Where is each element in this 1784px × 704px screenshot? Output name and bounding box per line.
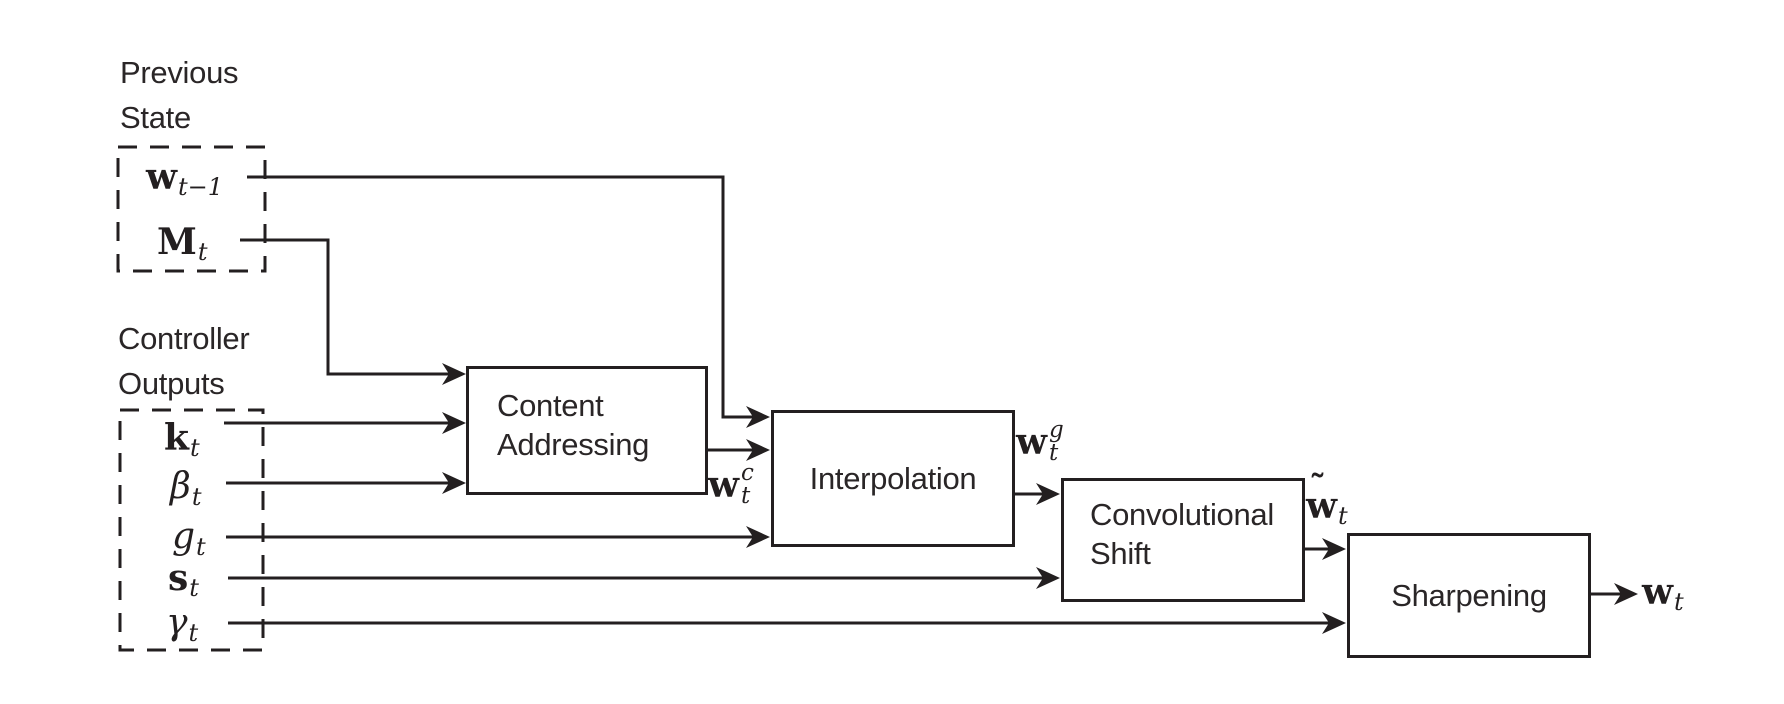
arrowhead (442, 363, 466, 385)
var-memory-base: M (157, 221, 197, 263)
var-beta: β t (170, 466, 202, 511)
previous-state-caption: Previous State (120, 50, 239, 140)
var-w-shifted: ˜ w t (1306, 471, 1348, 530)
var-w-shifted-sub: t (1338, 502, 1348, 530)
var-w-content: w c t (708, 459, 754, 509)
previous-state-caption-line2: State (120, 100, 191, 135)
arrowhead (1036, 483, 1060, 505)
var-w-content-sup: c (741, 459, 754, 486)
sharpening-box: Sharpening (1347, 533, 1591, 658)
var-w-prev: w t−1 (146, 156, 224, 201)
arrowhead (746, 526, 770, 548)
var-beta-base: β (170, 466, 191, 507)
arrowhead (1322, 612, 1346, 634)
var-w-content-base: w (708, 464, 739, 506)
var-gamma-base: γ (166, 602, 188, 643)
var-gate-base: g (172, 516, 196, 557)
var-w-gated: w g t (1016, 416, 1064, 466)
var-w-output-base: w (1642, 571, 1673, 613)
var-w-gated-base: w (1016, 421, 1047, 463)
interpolation-label: Interpolation (809, 461, 977, 496)
arrowhead (1614, 583, 1638, 605)
var-key-base: k (164, 417, 189, 459)
var-gate: g t (172, 516, 206, 561)
interpolation-box: Interpolation (771, 410, 1015, 547)
content-addressing-label-line2: Addressing (497, 427, 650, 462)
arrowhead (1036, 567, 1060, 589)
var-w-shifted-accent: ˜ (1309, 468, 1326, 508)
controller-outputs-caption-line1: Controller (118, 321, 250, 356)
arrowhead (746, 406, 770, 428)
previous-state-dashed-box (116, 145, 267, 273)
var-gate-sub: t (196, 533, 206, 561)
controller-outputs-caption: Controller Outputs (118, 316, 250, 406)
var-memory-sub: t (197, 238, 208, 266)
var-key-sub: t (189, 434, 200, 462)
sharpening-label: Sharpening (1391, 578, 1547, 613)
var-beta-sub: t (191, 483, 202, 511)
var-w-prev-base: w (146, 156, 177, 198)
convolutional-shift-box: Convolutional Shift (1061, 478, 1305, 602)
edge-w-prev-to-interpolation (247, 175, 753, 419)
var-key: k t (164, 417, 200, 462)
var-gamma-sub: t (188, 619, 199, 647)
arrowhead (746, 439, 770, 461)
var-shift-base: s (168, 557, 189, 599)
convolutional-shift-label-line1: Convolutional (1090, 497, 1274, 532)
var-w-content-sub: t (741, 483, 751, 509)
var-w-shifted-base: w (1306, 485, 1337, 527)
var-w-gated-sup: g (1049, 416, 1064, 443)
previous-state-caption-line1: Previous (120, 55, 239, 90)
var-memory: M t (157, 221, 208, 266)
arrowhead (442, 472, 466, 494)
var-shift-sub: t (189, 574, 199, 602)
convolutional-shift-label-line2: Shift (1090, 536, 1151, 571)
controller-outputs-dashed-box (118, 408, 265, 652)
var-w-output: w t (1642, 571, 1684, 616)
arrowhead (1322, 538, 1346, 560)
var-gamma: γ t (166, 602, 199, 647)
var-shift: s t (168, 557, 199, 602)
var-w-gated-sub: t (1049, 440, 1059, 466)
controller-outputs-caption-line2: Outputs (118, 366, 225, 401)
var-w-prev-sub: t−1 (178, 173, 224, 201)
edge-memory-to-content-addressing (240, 238, 449, 376)
var-w-output-sub: t (1674, 588, 1684, 616)
content-addressing-label-line1: Content (497, 388, 604, 423)
content-addressing-box: Content Addressing (466, 366, 708, 495)
arrowhead (442, 412, 466, 434)
